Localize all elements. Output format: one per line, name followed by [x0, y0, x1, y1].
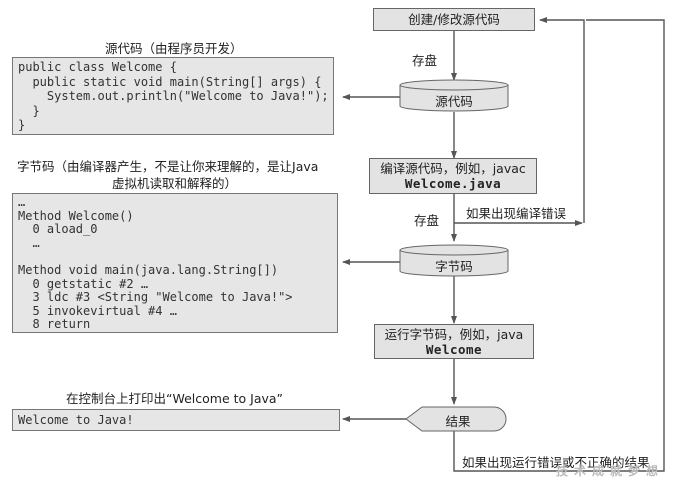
- source-code-panel: public class Welcome { public static voi…: [12, 57, 334, 135]
- compile-box-line2: Welcome.java: [404, 176, 502, 191]
- run-box: 运行字节码，例如，java Welcome: [374, 324, 534, 359]
- bytecode-panel: … Method Welcome() 0 aload_0 … Method vo…: [12, 193, 338, 333]
- bytecode-line: 8 return: [18, 317, 91, 332]
- code-line: System.out.println("Welcome to Java!");: [18, 89, 329, 103]
- code-line: }: [18, 103, 40, 118]
- result-label: 结果: [445, 414, 471, 429]
- run-box-line1: 运行字节码，例如，java: [384, 327, 524, 342]
- console-output: Welcome to Java!: [18, 413, 134, 427]
- bytecode-line: 3 ldc #3 <String "Welcome to Java!">: [18, 290, 293, 305]
- bytecode-line: 0 getstatic #2 …: [18, 276, 149, 291]
- bytecode-caption-line2: 虚拟机读取和解释的）: [112, 176, 238, 191]
- code-line: }: [18, 118, 26, 132]
- bytecode-line: [18, 250, 332, 264]
- compile-error-label: 如果出现编译错误: [466, 206, 567, 221]
- runtime-error-label: 如果出现运行错误或不正确的结果: [462, 455, 650, 470]
- bytecode-store-label: 字节码: [435, 259, 473, 274]
- bytecode-line: Method void main(java.lang.String[]): [18, 262, 279, 277]
- source-store-label: 源代码: [435, 94, 473, 109]
- result-display-shape: [405, 406, 507, 432]
- bytecode-line: 0 aload_0: [18, 222, 98, 237]
- bytecode-line: …: [18, 195, 26, 209]
- bytecode-store-cylinder: [399, 244, 509, 277]
- bytecode-caption-line1: 字节码（由编译器产生，不是让你来理解的，是让Java: [17, 159, 319, 174]
- line-runtime-error-loop: [453, 19, 665, 472]
- source-code-caption: 源代码（由程序员开发）: [105, 41, 243, 56]
- save-label-1: 存盘: [412, 53, 438, 68]
- save-label-2: 存盘: [414, 213, 440, 228]
- bytecode-line: Method Welcome(): [18, 208, 134, 223]
- bytecode-line: 5 invokevirtual #4 …: [18, 303, 177, 318]
- run-box-line2: Welcome: [425, 342, 483, 357]
- console-output-panel: Welcome to Java!: [12, 409, 340, 431]
- compile-box: 编译源代码，例如，javac Welcome.java: [369, 158, 537, 194]
- line-compile-error-up: [539, 17, 585, 223]
- console-caption: 在控制台上打印出“Welcome to Java”: [66, 391, 284, 406]
- source-store-cylinder: [399, 79, 509, 112]
- code-line: public static void main(String[] args) {: [18, 74, 322, 89]
- bytecode-line: …: [18, 235, 40, 250]
- watermark: 技术成就梦想: [556, 464, 665, 478]
- create-edit-source-box: 创建/修改源代码: [373, 8, 535, 31]
- code-line: public class Welcome {: [18, 60, 177, 74]
- compile-box-line1: 编译源代码，例如，javac: [380, 161, 526, 176]
